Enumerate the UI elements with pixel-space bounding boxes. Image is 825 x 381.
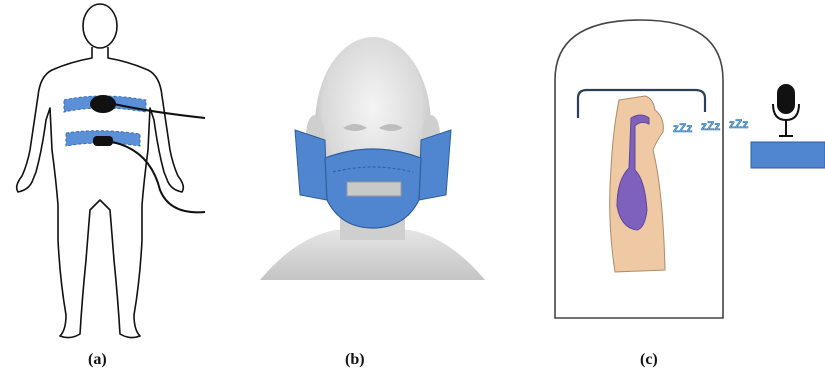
- microphone-icon: [773, 84, 799, 136]
- head-figure: [255, 0, 490, 381]
- snore-symbol: zZz: [701, 119, 720, 133]
- abdomen-cable: [112, 142, 205, 212]
- caption-b: (b): [345, 351, 365, 369]
- chest-cable: [114, 104, 205, 118]
- abdomen-sensor: [93, 136, 113, 146]
- mask-sensor-band: [347, 182, 401, 196]
- caption-a: (a): [88, 351, 107, 369]
- snore-symbols: zZz zZz zZz: [673, 117, 748, 135]
- snore-symbol: zZz: [729, 117, 748, 131]
- body-outline: [17, 4, 184, 338]
- panel-b: (b): [255, 0, 490, 381]
- right-mask-strap: [419, 130, 451, 200]
- panel-a: (a): [0, 0, 210, 381]
- snore-symbol: zZz: [673, 121, 692, 135]
- caption-c: (c): [640, 351, 658, 369]
- microphone-stand: [751, 142, 825, 168]
- left-mask-strap: [295, 130, 327, 200]
- body-figure: [0, 0, 210, 381]
- panel-c: zZz zZz zZz (c): [545, 0, 825, 381]
- chamber-figure: zZz zZz zZz: [545, 0, 825, 381]
- chest-sensor: [90, 95, 116, 113]
